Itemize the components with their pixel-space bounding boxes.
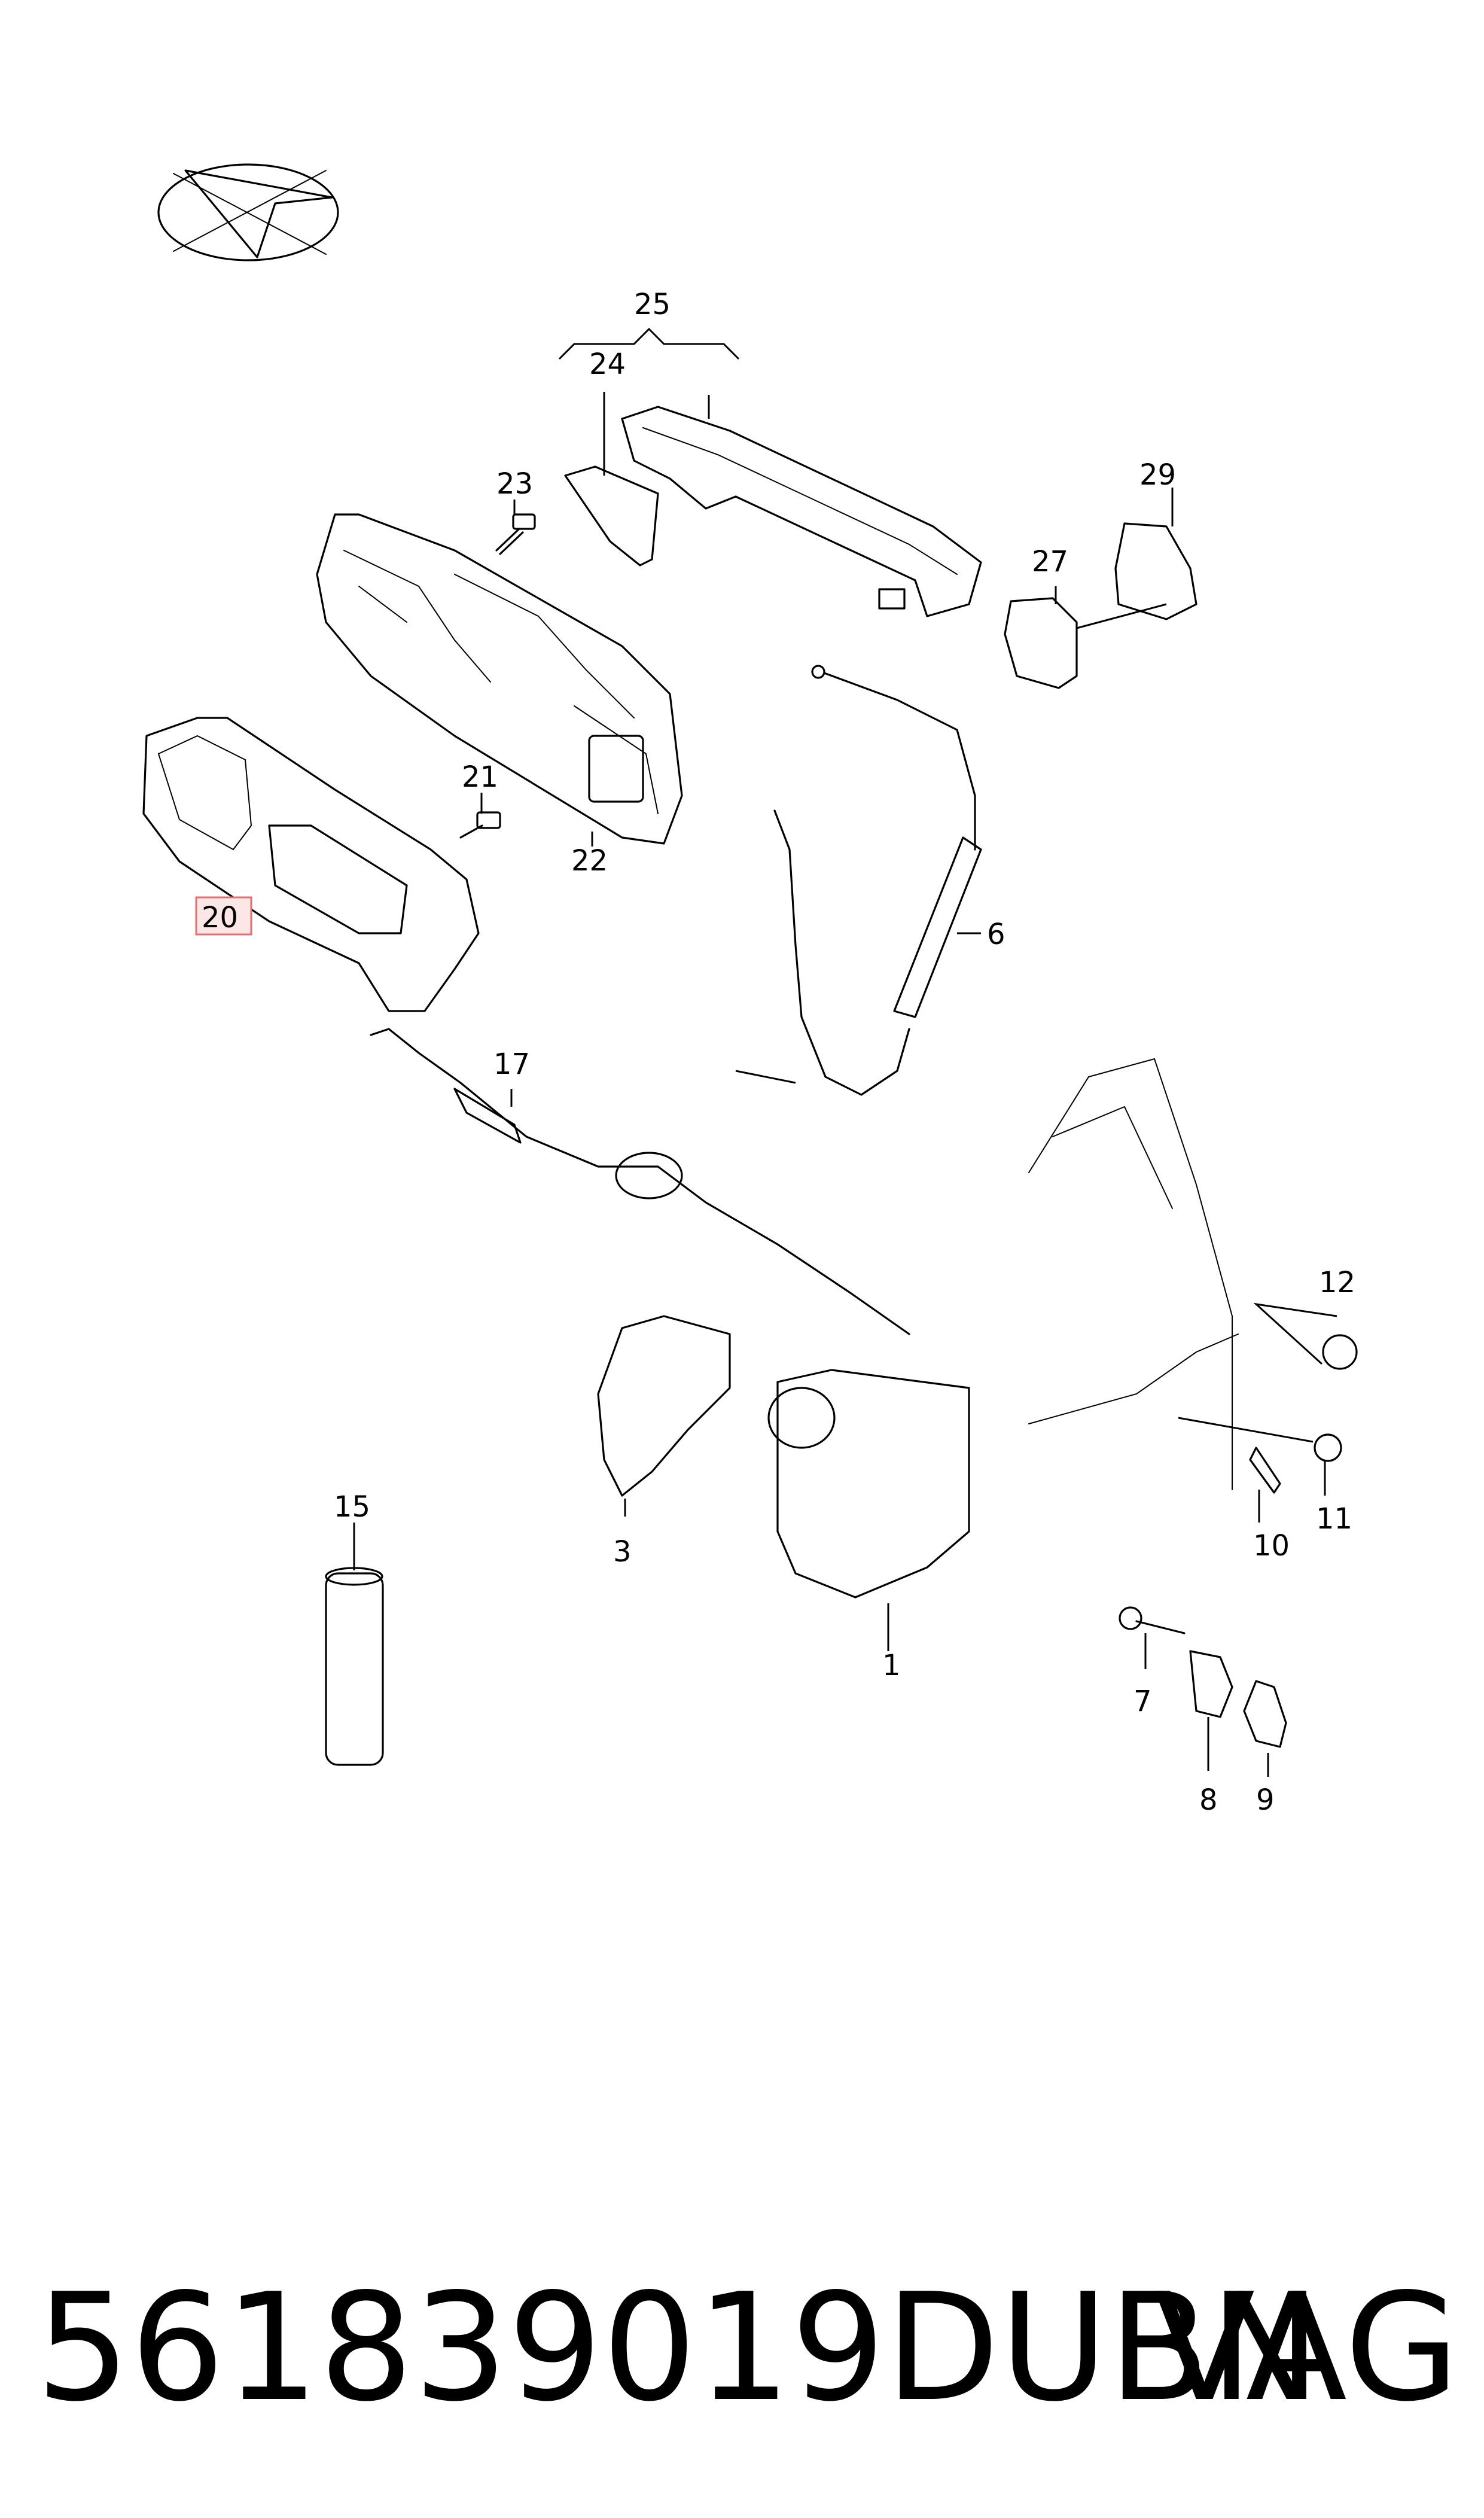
screw-23	[495, 513, 536, 555]
part-number: 561839019DUBN	[36, 2262, 1321, 2434]
callout-6: 6	[987, 918, 1005, 951]
callout-25: 25	[634, 288, 671, 321]
callout-3: 3	[613, 1535, 632, 1569]
callout-1: 1	[882, 1649, 901, 1682]
outer-door-handle-assembly	[558, 327, 982, 617]
callout-27: 27	[1032, 545, 1068, 578]
brand-name: VAG	[1153, 2262, 1459, 2434]
leader-lines	[217, 392, 1337, 1777]
screw-7	[1119, 1606, 1186, 1634]
callout-10: 10	[1253, 1529, 1290, 1563]
callout-12: 12	[1319, 1266, 1355, 1299]
release-cable	[773, 665, 982, 1096]
callout-20-highlight-box	[195, 896, 252, 936]
callout-29: 29	[1139, 458, 1176, 492]
lubricant-tube-15	[325, 1567, 384, 1766]
screw-21	[459, 811, 501, 839]
lock-cover-3	[597, 1315, 731, 1497]
cover-cap-27	[1004, 597, 1078, 689]
callout-7: 7	[1133, 1685, 1152, 1718]
plug-12	[1322, 1334, 1358, 1370]
handle-gasket	[564, 465, 659, 567]
callout-11: 11	[1316, 1502, 1352, 1536]
door-body-outline	[1028, 1058, 1239, 1490]
callout-17: 17	[493, 1048, 530, 1081]
plug-11	[1314, 1433, 1342, 1462]
interior-release-cable	[370, 1028, 910, 1335]
callout-15: 15	[334, 1490, 370, 1524]
bolt-10	[1249, 1447, 1281, 1494]
door-lock-1	[767, 1369, 970, 1599]
callout-24: 24	[589, 348, 626, 381]
orientation-logo-icon	[157, 163, 339, 261]
callout-22: 22	[571, 844, 608, 878]
shim-9	[1243, 1680, 1287, 1748]
part-number-footer: 561839019DUBN VAG	[36, 2249, 1459, 2447]
callout-8: 8	[1199, 1783, 1218, 1817]
callout-23: 23	[496, 467, 533, 501]
striker-8	[1189, 1650, 1233, 1718]
interior-door-handle	[142, 717, 480, 1012]
lock-cylinder-cap-29	[1114, 522, 1197, 620]
callout-9: 9	[1256, 1783, 1275, 1817]
callout-21: 21	[462, 760, 498, 794]
callout-20: 20	[202, 901, 238, 934]
handle-carrier-bracket	[316, 513, 683, 845]
